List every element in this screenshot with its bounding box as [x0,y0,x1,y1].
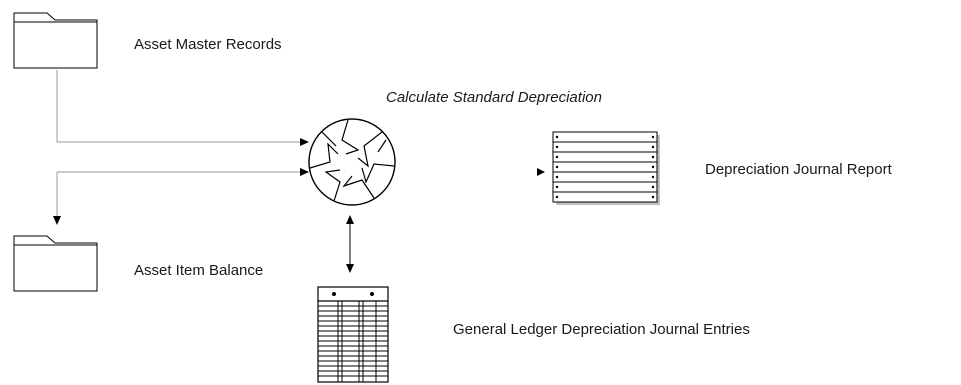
report-icon [552,131,660,205]
asset-item-balance-label: Asset Item Balance [134,262,264,279]
depreciation-journal-report-label: Depreciation Journal Report [705,161,892,178]
asset-item-balance-folder-icon [13,235,98,292]
asset-master-records-folder-icon [13,12,98,69]
ledger-table-icon [317,286,389,383]
process-ledger-connector [346,215,354,273]
asset-master-records-label: Asset Master Records [134,36,282,53]
report-connector [537,168,545,176]
process-wheel-icon [308,118,396,206]
input-connectors [53,70,309,225]
gl-depreciation-journal-entries-label: General Ledger Depreciation Journal Entr… [453,321,750,338]
calculate-standard-depreciation-label: Calculate Standard Depreciation [386,89,602,106]
